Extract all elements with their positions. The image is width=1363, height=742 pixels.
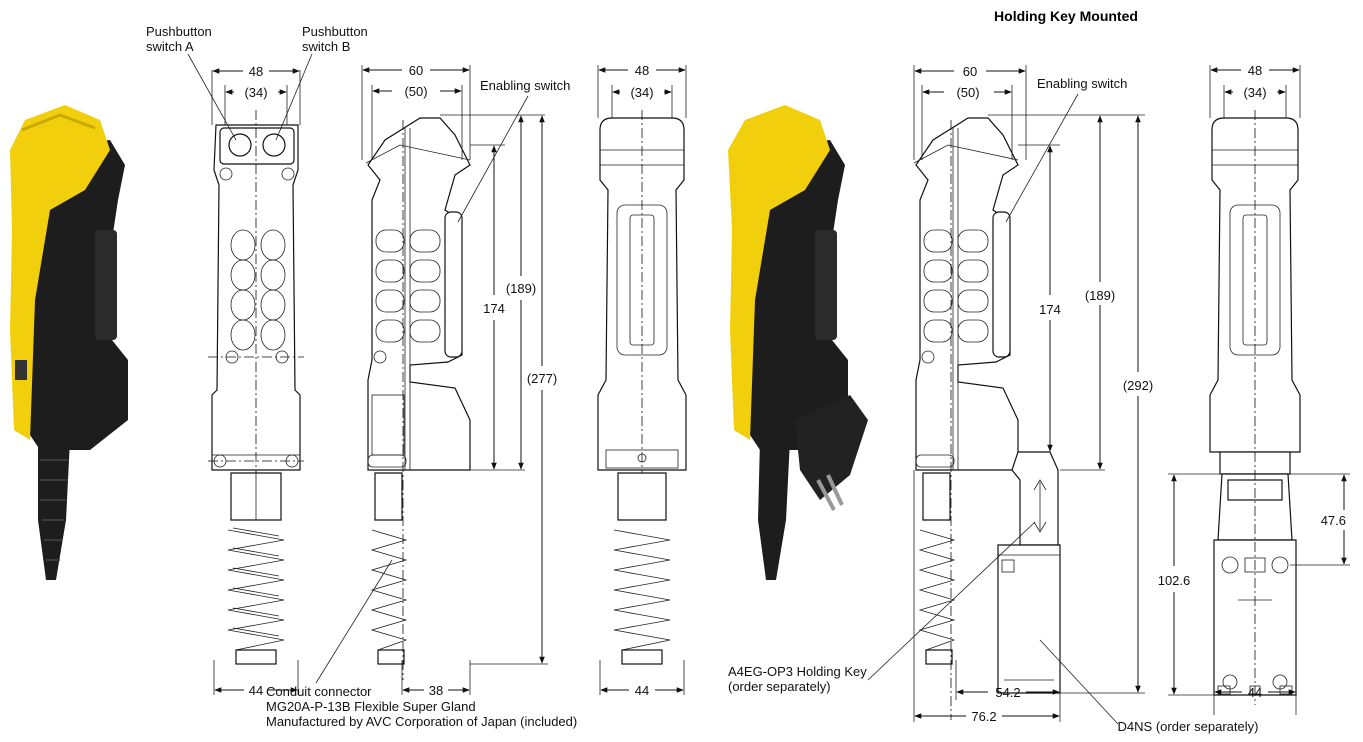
dim-v5-102: 102.6	[1158, 573, 1191, 588]
callout-enabling-switch-2: Enabling switch	[1037, 76, 1127, 91]
view-rear-holding-key: 48 (34) 47.6 102.6 44	[1158, 63, 1350, 715]
callout-pushbutton-a-line2: switch A	[146, 39, 194, 54]
callout-holding-key-line2: (order separately)	[728, 679, 831, 694]
dim-v2-width: 60	[409, 63, 423, 78]
dim-v4-76: 76.2	[971, 709, 996, 724]
dim-v3-width: 48	[635, 63, 649, 78]
callout-d4ns: D4NS (order separately)	[1118, 719, 1259, 734]
dim-v4-292: (292)	[1123, 378, 1153, 393]
dim-v5-inner: (34)	[1243, 85, 1266, 100]
dim-v5-bottom: 44	[1248, 685, 1262, 700]
dim-v1-width: 48	[249, 64, 263, 79]
dim-v3-bottom: 44	[635, 683, 649, 698]
view-rear: 48 (34) 44	[597, 63, 687, 698]
dim-v1-inner: (34)	[244, 85, 267, 100]
view-side: 60 (50) 174 (189) (277) 38 Enabling swit…	[266, 63, 577, 729]
dim-v4-inner: (50)	[956, 85, 979, 100]
product-photo-standard	[10, 105, 128, 580]
callout-pushbutton-b-line1: Pushbutton	[302, 24, 368, 39]
dim-v3-inner: (34)	[630, 85, 653, 100]
dim-v4-189: (189)	[1085, 288, 1115, 303]
dim-v5-width: 48	[1248, 63, 1262, 78]
section-title: Holding Key Mounted	[994, 8, 1138, 24]
view-front-pushbuttons: 48 (34) 44 Pushbutton switch A Pushbutto…	[146, 24, 368, 698]
callout-enabling-switch-1: Enabling switch	[480, 78, 570, 93]
dim-v2-189: (189)	[506, 281, 536, 296]
dim-v4-54: 54.2	[995, 685, 1020, 700]
callout-pushbutton-b-line2: switch B	[302, 39, 350, 54]
dim-v1-bottom: 44	[249, 683, 263, 698]
callout-conduit-line3: Manufactured by AVC Corporation of Japan…	[266, 714, 577, 729]
dim-v4-width: 60	[963, 64, 977, 79]
callout-conduit-line1: Conduit connector	[266, 684, 372, 699]
dim-v2-174: 174	[483, 301, 505, 316]
dim-v4-174: 174	[1039, 302, 1061, 317]
dim-v2-bottom: 38	[429, 683, 443, 698]
product-photo-holding-key	[728, 105, 868, 580]
callout-holding-key-line1: A4EG-OP3 Holding Key	[728, 664, 867, 679]
view-side-holding-key: 60 (50) 174 (189) (292) 54.2 76.2 Enabli…	[728, 64, 1258, 734]
callout-conduit-line2: MG20A-P-13B Flexible Super Gland	[266, 699, 476, 714]
dim-v5-47: 47.6	[1321, 513, 1346, 528]
callout-pushbutton-a-line1: Pushbutton	[146, 24, 212, 39]
dim-v2-277: (277)	[527, 371, 557, 386]
dim-v2-inner: (50)	[404, 84, 427, 99]
